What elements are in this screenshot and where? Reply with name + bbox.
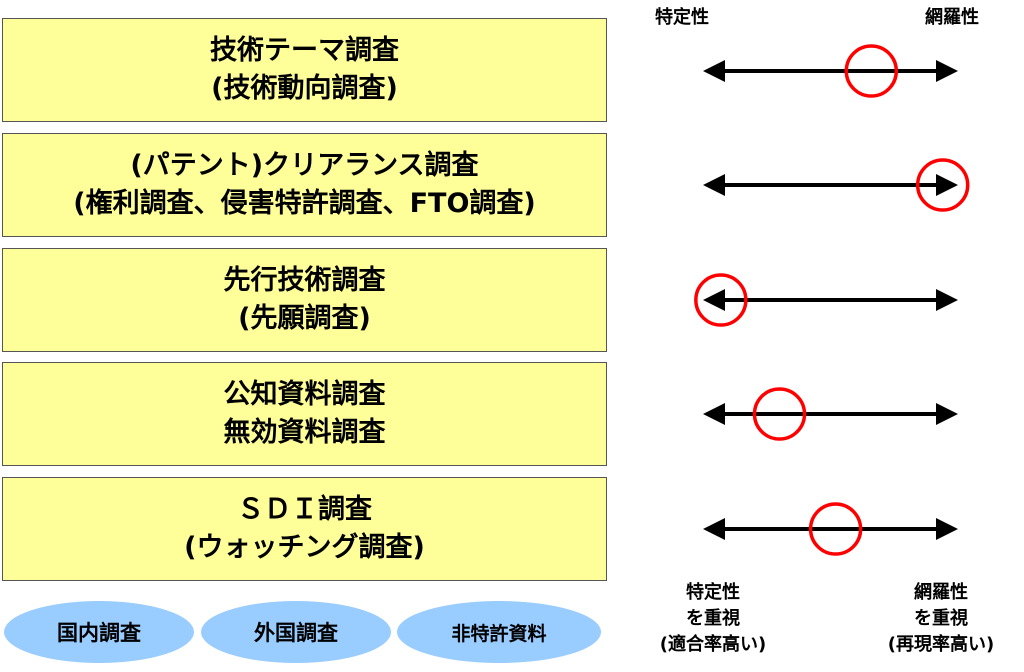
box-title: 公知資料調査 bbox=[223, 379, 386, 410]
box-title: 先行技術調査 bbox=[223, 265, 386, 296]
box-title: (パテント)クリアランス調査 bbox=[130, 150, 479, 181]
label-line: (再現率高い) bbox=[887, 634, 995, 655]
position-marker-circle bbox=[844, 44, 899, 98]
survey-box-5: ＳＤＩ調査 (ウォッチング調査) bbox=[2, 477, 607, 581]
position-marker-circle bbox=[752, 387, 807, 441]
arrowhead-right-icon bbox=[936, 403, 958, 425]
arrowhead-left-icon bbox=[703, 403, 725, 425]
label-line: を重視 bbox=[686, 608, 740, 629]
axis-right-top-label: 網羅性 bbox=[925, 7, 979, 28]
box-title: ＳＤＩ調査 bbox=[237, 494, 372, 525]
box-subtitle: (権利調査、侵害特許調査、FTO調査) bbox=[73, 188, 536, 219]
arrowhead-left-icon bbox=[703, 60, 725, 82]
category-label: 外国調査 bbox=[254, 621, 338, 645]
survey-box-2: (パテント)クリアランス調査 (権利調査、侵害特許調査、FTO調査) bbox=[2, 133, 607, 237]
arrowhead-right-icon bbox=[936, 174, 958, 196]
arrowhead-left-icon bbox=[703, 518, 725, 540]
position-marker-circle bbox=[694, 273, 748, 327]
survey-box-3: 先行技術調査 (先願調査) bbox=[2, 248, 607, 352]
category-domestic: 国内調査 bbox=[4, 601, 194, 663]
category-non-patent: 非特許資料 bbox=[397, 601, 601, 663]
box-subtitle: (技術動向調査) bbox=[211, 73, 398, 104]
survey-box-1: 技術テーマ調査 (技術動向調査) bbox=[2, 18, 607, 122]
label-line: (適合率高い) bbox=[659, 634, 767, 655]
arrowhead-right-icon bbox=[936, 60, 958, 82]
axis-right-bottom-label: 網羅性 を重視 (再現率高い) bbox=[876, 580, 1006, 658]
box-subtitle: (先願調査) bbox=[238, 303, 371, 334]
axis-left-top-label: 特定性 bbox=[655, 7, 709, 28]
survey-box-4: 公知資料調査無効資料調査 bbox=[2, 362, 607, 466]
arrowhead-left-icon bbox=[703, 174, 725, 196]
box-title: 技術テーマ調査 bbox=[210, 35, 399, 66]
category-foreign: 外国調査 bbox=[201, 601, 391, 663]
position-marker-circle bbox=[915, 158, 970, 212]
arrowhead-right-icon bbox=[936, 289, 958, 311]
axis-left-bottom-label: 特定性 を重視 (適合率高い) bbox=[648, 580, 778, 658]
category-label: 非特許資料 bbox=[451, 622, 547, 645]
arrowhead-right-icon bbox=[936, 518, 958, 540]
label-line: を重視 bbox=[914, 608, 968, 629]
label-line: 網羅性 bbox=[914, 582, 968, 603]
box-subtitle: 無効資料調査 bbox=[223, 417, 386, 448]
arrowhead-left-icon bbox=[703, 289, 725, 311]
position-marker-circle bbox=[808, 502, 863, 556]
category-label: 国内調査 bbox=[57, 621, 141, 645]
label-line: 特定性 bbox=[686, 582, 740, 603]
box-subtitle: (ウォッチング調査) bbox=[184, 532, 425, 563]
